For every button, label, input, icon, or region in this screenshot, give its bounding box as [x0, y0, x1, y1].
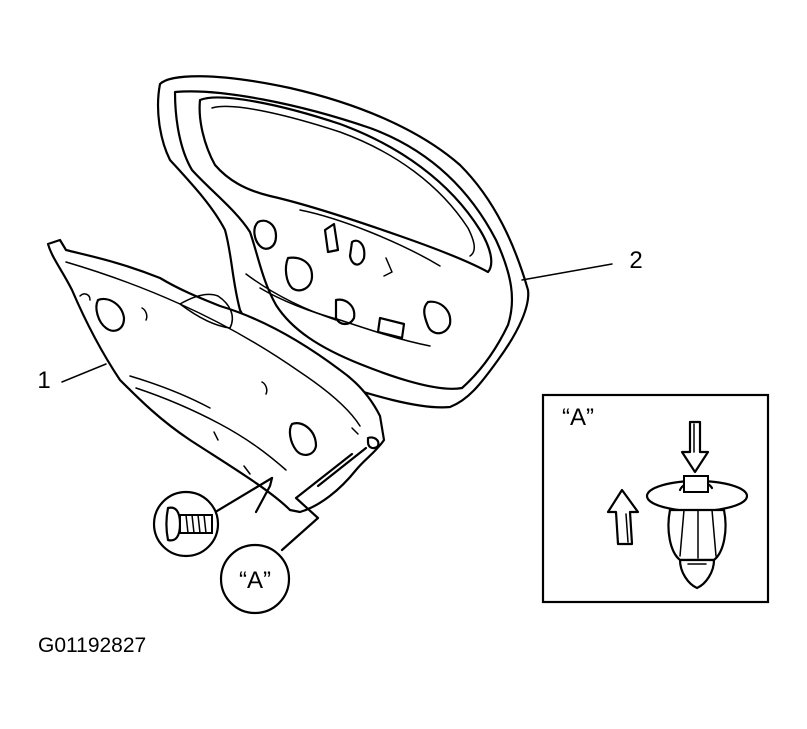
part-1-label: 1	[37, 367, 50, 394]
screw-icon	[165, 506, 213, 542]
detail-a-title: “A”	[562, 404, 594, 431]
pull-up-arrow-icon	[606, 488, 640, 546]
screw-callout	[152, 490, 220, 558]
leader-lines	[61, 263, 613, 552]
push-clip-icon	[645, 475, 749, 590]
part-2-label: 2	[629, 247, 642, 274]
push-down-arrow-icon	[680, 420, 710, 474]
figure-code: G01192827	[38, 634, 146, 657]
trim-panel	[46, 238, 386, 514]
detail-a-callout: “A”	[219, 543, 291, 615]
detail-a-callout-label: “A”	[239, 567, 271, 594]
detail-a-box: “A”	[541, 393, 770, 604]
